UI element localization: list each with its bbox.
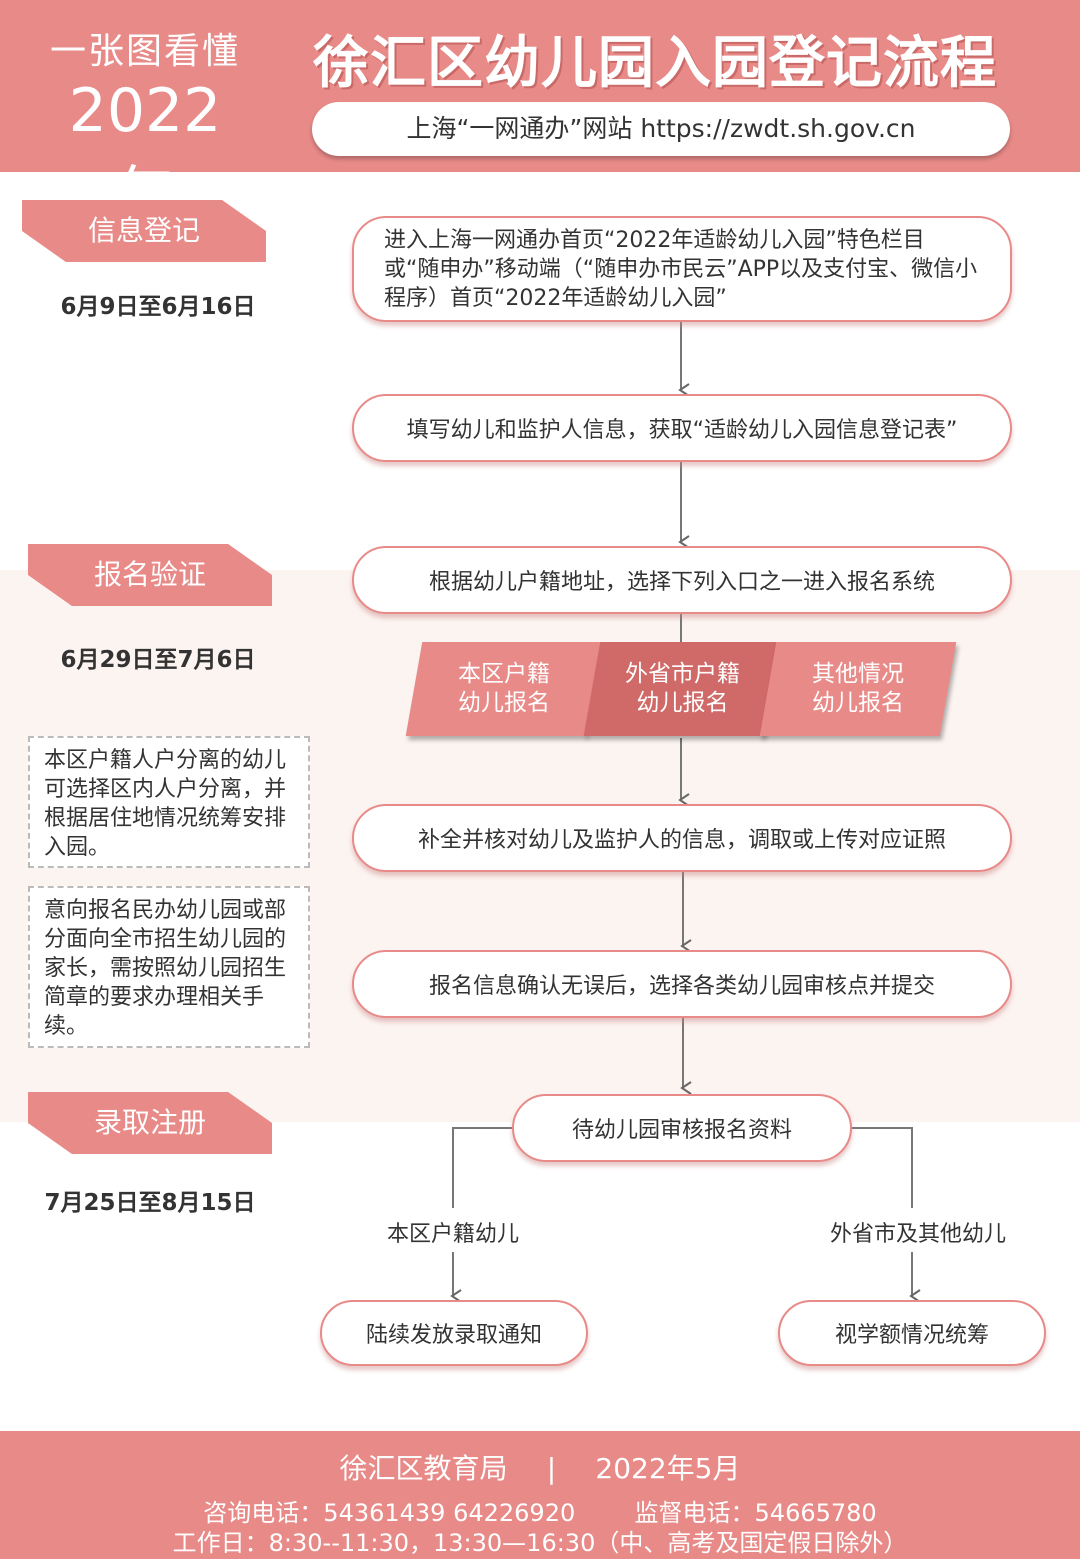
- stage-date-admission: 7月25日至8月15日: [44, 1190, 256, 1216]
- step-complete-info: 补全并核对幼儿及监护人的信息，调取或上传对应证照: [352, 804, 1012, 872]
- note-household-separation: 本区户籍人户分离的幼儿可选择区内人户分离，并根据居住地情况统筹安排入园。: [28, 736, 310, 868]
- footer-separator: |: [546, 1452, 557, 1485]
- step-enter-portal: 进入上海一网通办首页“2022年适龄幼儿入园”特色栏目或“随申办”移动端（“随申…: [352, 216, 1012, 322]
- step-fill-info: 填写幼儿和监护人信息，获取“适龄幼儿入园信息登记表”: [352, 394, 1012, 462]
- note-private-kindergarten: 意向报名民办幼儿园或部分面向全市招生幼儿园的家长，需按照幼儿园招生简章的要求办理…: [28, 886, 310, 1048]
- stage-tag-verification: 报名验证: [28, 544, 272, 606]
- stage-date-verification: 6月29日至7月6日: [60, 647, 256, 673]
- footer-org-line: 徐汇区教育局 | 2022年5月: [0, 1447, 1080, 1487]
- footer: 徐汇区教育局 | 2022年5月 咨询电话：54361439 64226920 …: [0, 1431, 1080, 1559]
- footer-phone-line: 咨询电话：54361439 64226920 监督电话：54665780: [0, 1493, 1080, 1528]
- branch-left-line: [452, 1127, 512, 1208]
- footer-org: 徐汇区教育局: [339, 1452, 508, 1485]
- step-confirm-submit: 报名信息确认无误后，选择各类幼儿园审核点并提交: [352, 950, 1012, 1018]
- footer-hours: 工作日：8:30--11:30，13:30—16:30（中、高考及国定假日除外）: [172, 1529, 908, 1557]
- result-quota-coordination: 视学额情况统筹: [778, 1300, 1046, 1366]
- branch-label-local: 本区户籍幼儿: [386, 1222, 519, 1247]
- branch-label-other: 外省市及其他幼儿: [829, 1222, 1006, 1247]
- footer-supervise-phone[interactable]: 监督电话：54665780: [634, 1499, 877, 1527]
- entry-other-province-household[interactable]: 外省市户籍 幼儿报名: [583, 642, 781, 736]
- step-await-review: 待幼儿园审核报名资料: [512, 1094, 852, 1162]
- branch-right-line: [852, 1127, 913, 1208]
- header-kicker: 一张图看懂: [49, 31, 240, 72]
- stage-tag-info-registration: 信息登记: [22, 200, 266, 262]
- footer-consult-phone[interactable]: 咨询电话：54361439 64226920: [203, 1499, 576, 1527]
- entry-other-situation[interactable]: 其他情况 幼儿报名: [759, 642, 957, 736]
- step-choose-entry: 根据幼儿户籍地址，选择下列入口之一进入报名系统: [352, 546, 1012, 614]
- entry-local-household[interactable]: 本区户籍 幼儿报名: [405, 642, 603, 736]
- stage-date-info-registration: 6月9日至6月16日: [60, 294, 256, 320]
- stage-tag-admission: 录取注册: [28, 1092, 272, 1154]
- page-title: 徐汇区幼儿园入园登记流程: [313, 31, 997, 96]
- footer-date: 2022年5月: [595, 1452, 741, 1485]
- result-admission-notice: 陆续发放录取通知: [320, 1300, 588, 1366]
- website-url[interactable]: 上海“一网通办”网站 https://zwdt.sh.gov.cn: [312, 102, 1010, 156]
